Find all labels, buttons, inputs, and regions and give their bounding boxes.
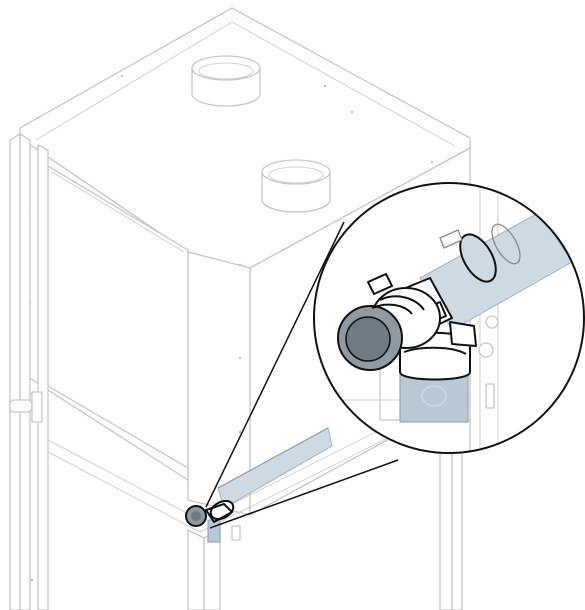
flue-collar-front xyxy=(261,159,331,213)
callout-leader xyxy=(205,221,399,529)
flue-collar-rear xyxy=(191,55,261,107)
condensate-trap-small xyxy=(185,499,241,543)
